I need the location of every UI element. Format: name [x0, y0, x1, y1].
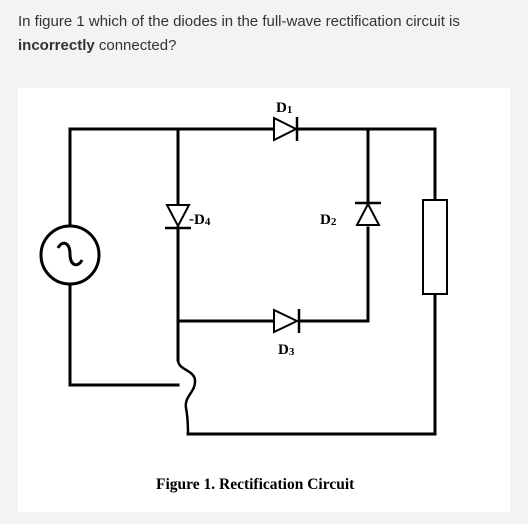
ac-source-icon: [39, 224, 101, 286]
diode-d1: [273, 116, 299, 142]
question-text: In figure 1 which of the diodes in the f…: [18, 10, 518, 58]
label-d3: D3: [278, 342, 295, 359]
label-d1: D1: [276, 100, 292, 117]
question-line-2: connected?: [94, 37, 177, 54]
wire-crossover: [176, 359, 197, 435]
rectifier-circuit-diagram: D1 -D4 D2 D3 Figure 1. Rectification Cir…: [39, 100, 448, 493]
label-d4: -D4: [189, 212, 211, 229]
label-d2: D2: [320, 212, 337, 229]
diode-d4: [165, 204, 191, 230]
question-line-1: In figure 1 which of the diodes in the f…: [18, 13, 460, 30]
figure-panel: D1 -D4 D2 D3 Figure 1. Rectification Cir…: [18, 88, 510, 512]
question-emphasis: incorrectly: [18, 37, 95, 54]
diode-d3: [273, 308, 301, 334]
diode-d2: [355, 201, 381, 226]
resistor-icon: [422, 199, 448, 295]
figure-caption: Figure 1. Rectification Circuit: [156, 476, 355, 493]
